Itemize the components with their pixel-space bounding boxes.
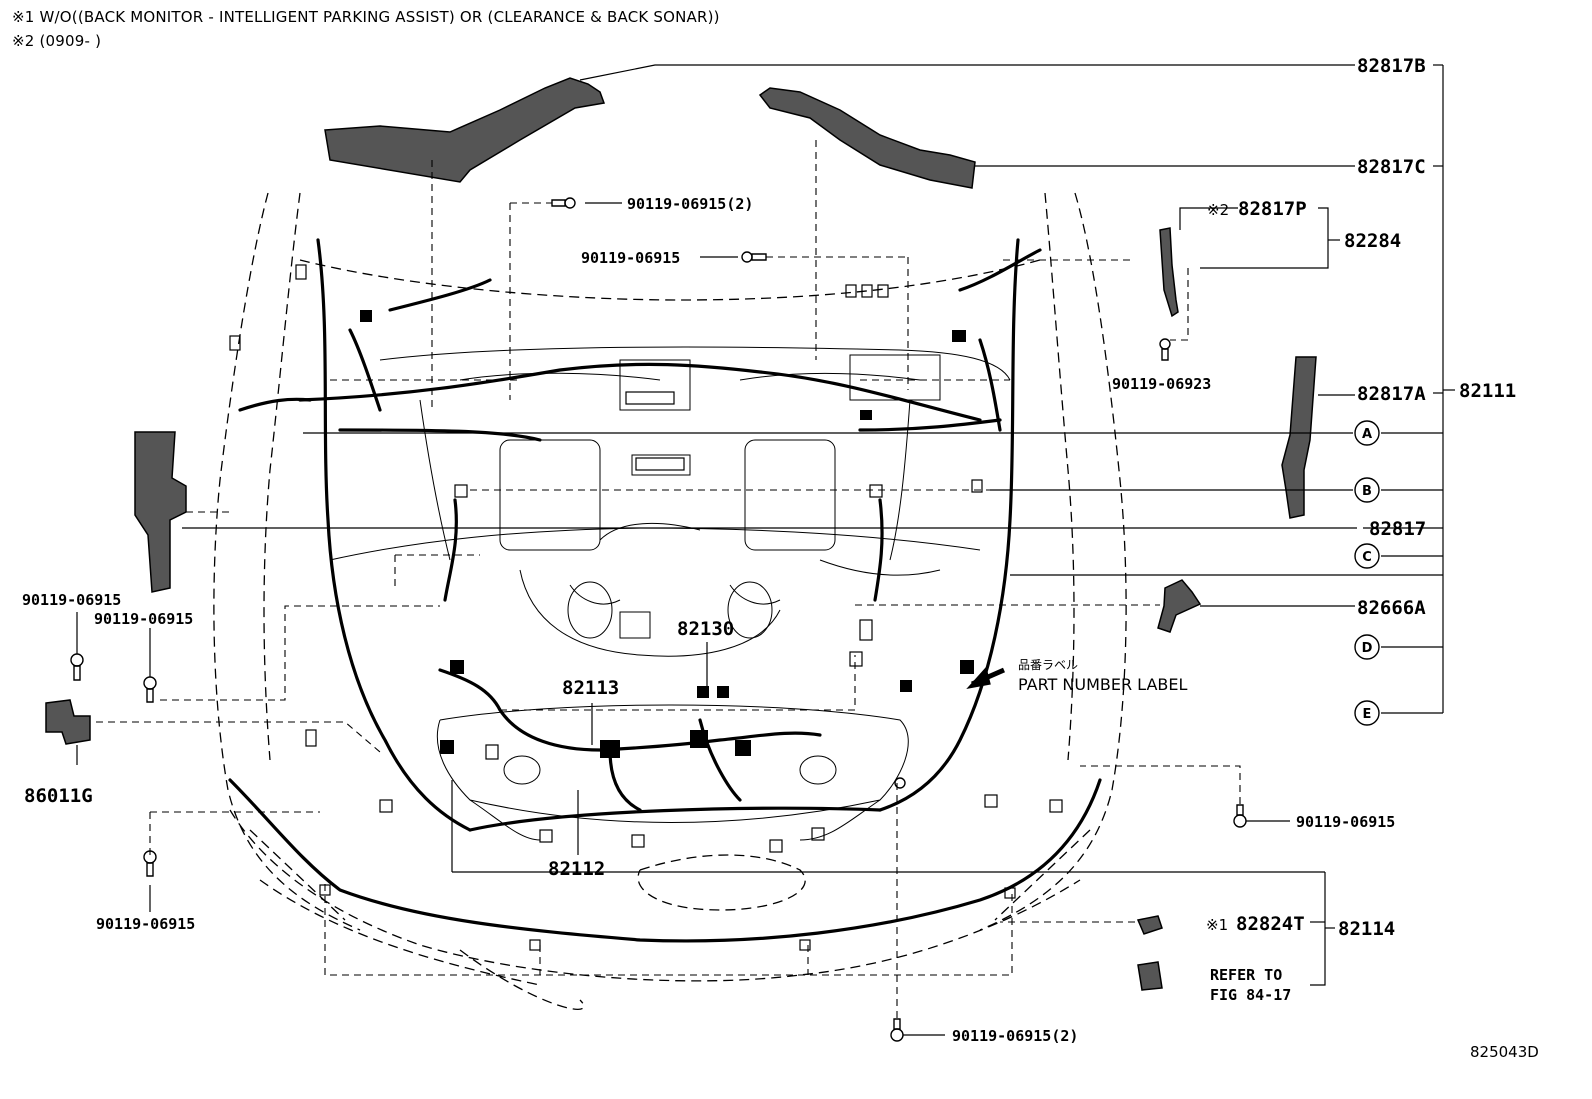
part-82824T: 82824T — [1236, 913, 1305, 935]
note-without-back-monitor: ※1 W/O((BACK MONITOR - INTELLIGENT PARKI… — [12, 8, 720, 26]
part-82114: 82114 — [1338, 918, 1395, 940]
engine-bay — [329, 346, 1011, 841]
bolt-top — [741, 251, 767, 263]
connectors — [360, 310, 974, 758]
note-production-date: ※2 (0909- ) — [12, 32, 102, 50]
wire-harness — [228, 238, 1102, 943]
part-82666A: 82666A — [1357, 597, 1426, 619]
part-82112: 82112 — [548, 858, 605, 880]
protector-82817B — [324, 77, 606, 183]
bolt-top-2 — [551, 197, 576, 209]
small-connectors — [229, 264, 1063, 951]
callout-C — [1354, 543, 1380, 569]
bolt-label-left-3: 90119-06915 — [96, 915, 195, 933]
callout-letter-a: A — [1362, 427, 1372, 442]
bracket-82666A — [1157, 579, 1202, 633]
dashed-leaders — [96, 140, 1241, 1018]
callout-E — [1354, 700, 1380, 726]
figure-id: 825043D — [1470, 1043, 1539, 1061]
bolt-label-82284: 90119-06923 — [1112, 375, 1211, 393]
part-82817P: 82817P — [1238, 198, 1307, 220]
part-82130: 82130 — [677, 618, 734, 640]
bolt-bottom-2 — [890, 1018, 904, 1042]
callout-A — [1354, 420, 1380, 446]
note-marker-1: ※1 — [1206, 916, 1228, 934]
callout-letter-d: D — [1362, 641, 1373, 656]
bolt-harness-1 — [894, 777, 906, 789]
bolt-label-top: 90119-06915 — [581, 249, 680, 267]
part-number-label-jp: 品番ラベル — [1018, 658, 1078, 672]
refer-to-line1: REFER TO — [1210, 966, 1282, 984]
protector-82817A — [1281, 356, 1317, 519]
part-82284: 82284 — [1344, 230, 1401, 252]
part-82817B: 82817B — [1357, 55, 1426, 77]
bolt-left-1 — [70, 653, 84, 681]
callout-circles — [1354, 420, 1380, 726]
label-arrow-head — [966, 666, 991, 689]
vehicle-body-outline — [213, 192, 1127, 1010]
callout-B — [1354, 477, 1380, 503]
bolt-label-bottom-2: 90119-06915(2) — [952, 1027, 1078, 1045]
protector-82817C — [758, 87, 976, 189]
bolt-label-right: 90119-06915 — [1296, 813, 1395, 831]
bolt-left-2 — [143, 676, 157, 703]
bolt-82284 — [1159, 338, 1171, 361]
sensor-86011G — [45, 699, 91, 745]
part-82817: 82817 — [1369, 518, 1426, 540]
part-82817A: 82817A — [1357, 383, 1426, 405]
protector-parts — [45, 77, 1317, 991]
part-number-label: PART NUMBER LABEL — [1018, 675, 1187, 694]
callout-letter-b: B — [1362, 484, 1372, 499]
part-86011G: 86011G — [24, 785, 93, 807]
bracket-82284 — [1159, 227, 1179, 318]
callout-letter-c: C — [1362, 550, 1372, 565]
clip-refer-fig — [1137, 961, 1163, 991]
callout-letter-e: E — [1363, 707, 1372, 722]
part-82113: 82113 — [562, 677, 619, 699]
refer-to-line2: FIG 84-17 — [1210, 986, 1291, 1004]
bolt-label-top-2: 90119-06915(2) — [627, 195, 753, 213]
protector-82817 — [134, 431, 187, 593]
bolt-label-left-1: 90119-06915 — [22, 591, 121, 609]
bolts — [70, 197, 1247, 1042]
part-82111: 82111 — [1459, 380, 1516, 402]
note-marker-2: ※2 — [1207, 201, 1229, 219]
bolt-right — [1233, 804, 1247, 828]
bolt-label-left-2: 90119-06915 — [94, 610, 193, 628]
part-82817C: 82817C — [1357, 156, 1426, 178]
callout-D — [1354, 634, 1380, 660]
clamp-82824T — [1136, 915, 1163, 935]
